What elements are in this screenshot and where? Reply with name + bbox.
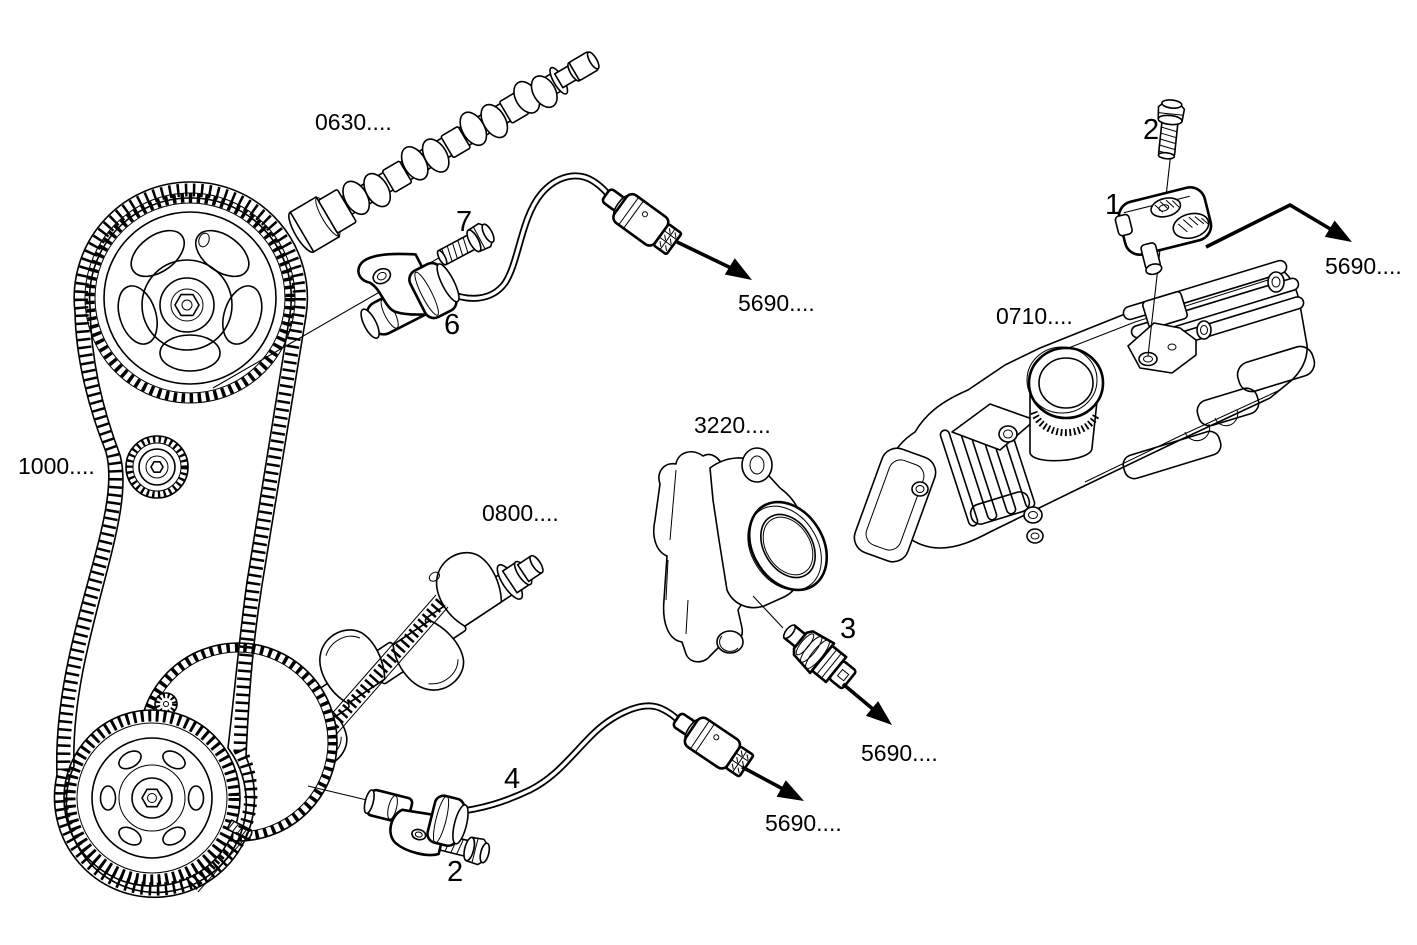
ref-camshaft[interactable]: 0630.... <box>315 109 392 135</box>
arrowhead <box>776 780 804 801</box>
timing-belt <box>53 181 309 899</box>
arrowhead <box>724 258 752 280</box>
face-slot <box>1122 430 1222 480</box>
temp-sensor <box>782 624 857 690</box>
callout-crank-sensor-bolt[interactable]: 2 <box>447 856 463 888</box>
map-sensor <box>1114 186 1213 276</box>
ref-harness-cam[interactable]: 5690.... <box>738 290 815 316</box>
callout-cam-sensor[interactable]: 6 <box>444 309 460 341</box>
manifold-end-cap <box>853 447 937 563</box>
map-sensor-leader-line <box>1147 151 1172 357</box>
ref-thermostat-housing[interactable]: 3220.... <box>694 412 771 438</box>
ref-harness-temp[interactable]: 5690.... <box>861 740 938 766</box>
crank-sensor-assembly <box>307 702 804 868</box>
temp-sensor-assembly <box>752 595 892 725</box>
arrow-to-cam-harness <box>676 240 752 280</box>
arrow-to-temp-harness <box>841 682 892 725</box>
intake-manifold <box>853 259 1316 563</box>
ref-harness-crank[interactable]: 5690.... <box>765 810 842 836</box>
manifold-eyelet <box>1267 271 1285 293</box>
arrow-to-crank-harness <box>741 765 804 801</box>
cam-position-sensor <box>357 252 460 339</box>
housing-port <box>747 500 829 592</box>
ref-intake-manifold[interactable]: 0710.... <box>996 303 1073 329</box>
arrowhead <box>1324 220 1352 242</box>
tensioner-pulley <box>125 435 189 499</box>
crank-position-sensor <box>363 788 469 857</box>
callout-map-sensor[interactable]: 1 <box>1105 189 1121 221</box>
callout-cam-sensor-bolt[interactable]: 7 <box>456 206 472 238</box>
crank-sensor-leader-line <box>307 785 372 802</box>
callout-map-sensor-bolt[interactable]: 2 <box>1143 114 1159 146</box>
runner-rib <box>939 429 979 527</box>
arrow-to-map-harness <box>1205 202 1352 249</box>
thermostat-housing <box>652 447 829 663</box>
map-sensor-assembly <box>1114 97 1352 357</box>
arrowhead <box>865 701 892 725</box>
camshaft <box>288 51 600 253</box>
ref-harness-map[interactable]: 5690.... <box>1325 253 1402 279</box>
manifold-port <box>1026 346 1105 462</box>
callout-crank-sensor[interactable]: 4 <box>504 763 520 795</box>
temp-sensor-leader-line <box>752 595 784 629</box>
ref-timing-drive[interactable]: 1000.... <box>18 453 95 479</box>
housing-lug <box>741 447 773 483</box>
callout-temp-sensor[interactable]: 3 <box>840 613 856 645</box>
ref-crankshaft[interactable]: 0800.... <box>482 500 559 526</box>
cam-sensor-connector <box>594 179 686 260</box>
face-slot <box>969 491 1031 525</box>
face-slot <box>1236 345 1316 393</box>
cam-sensor-assembly <box>212 172 752 389</box>
crank-sprocket <box>63 709 241 887</box>
face-slot <box>1196 387 1260 427</box>
